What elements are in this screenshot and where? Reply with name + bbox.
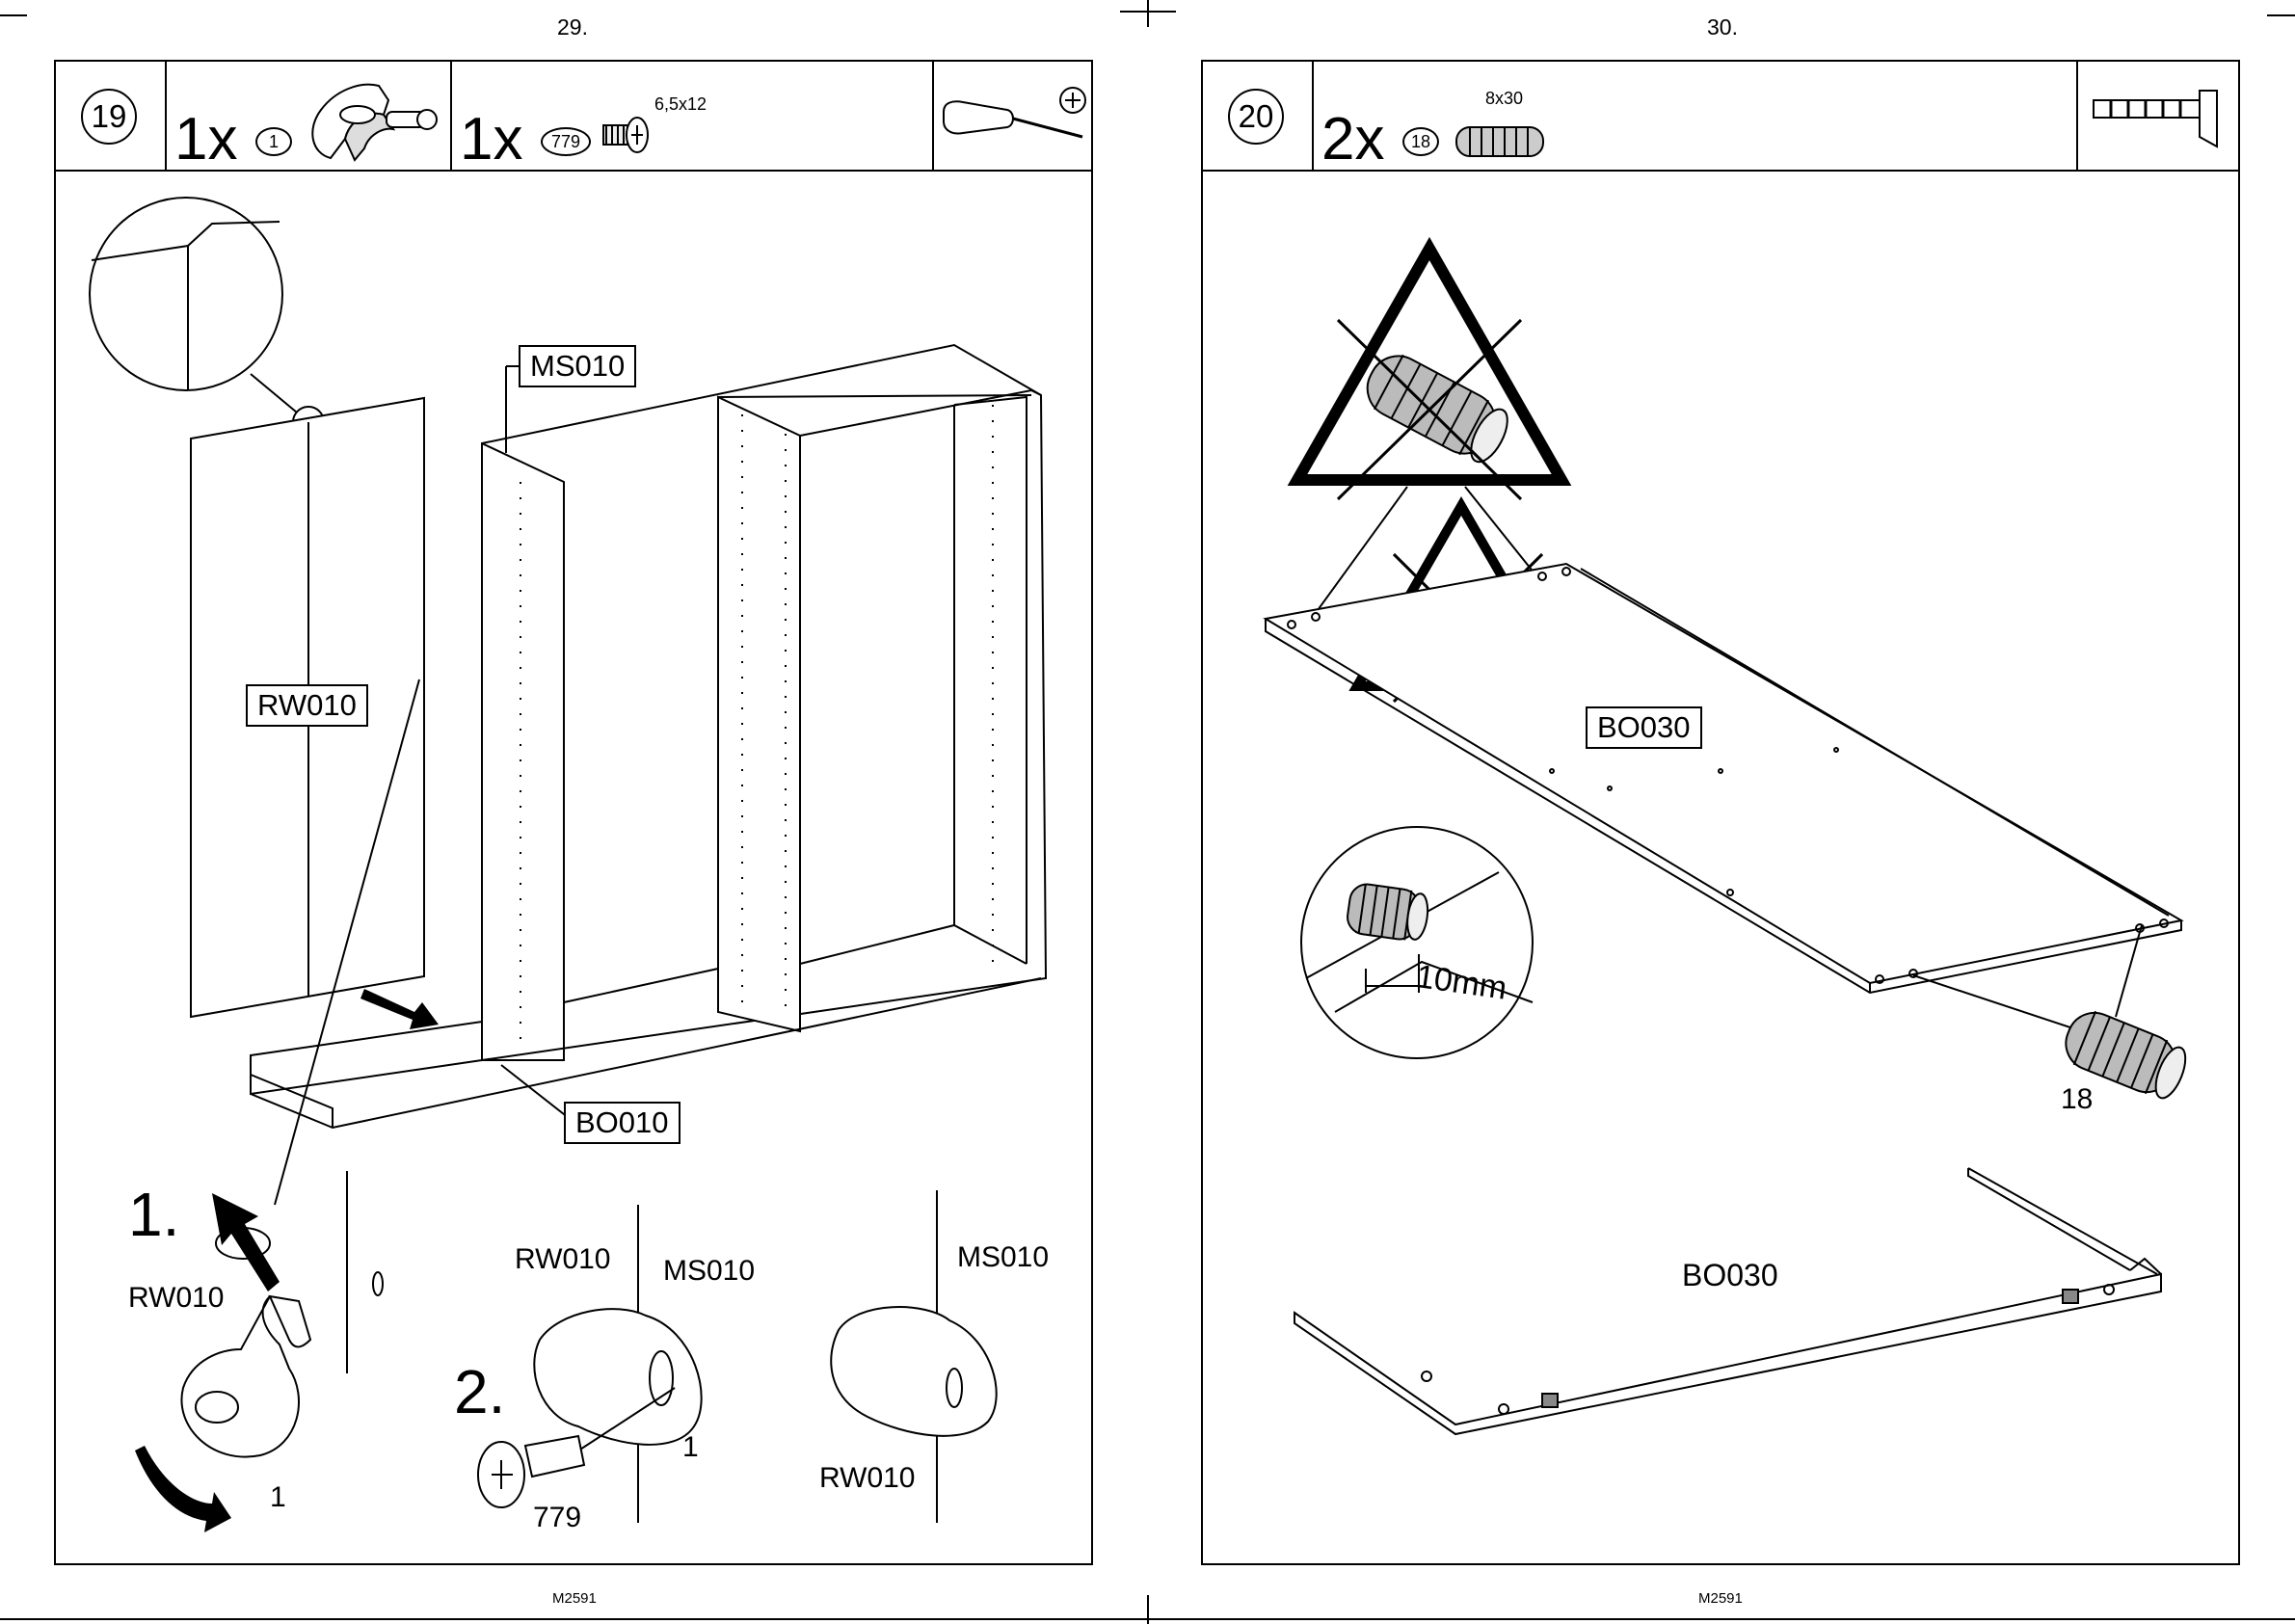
label-bo030-top: BO030 — [1586, 706, 1702, 749]
label-bo030-bottom: BO030 — [1682, 1258, 1778, 1293]
label-dowel-18: 18 — [2061, 1083, 2093, 1116]
no-twisted-dowel-icon — [1297, 249, 1561, 499]
